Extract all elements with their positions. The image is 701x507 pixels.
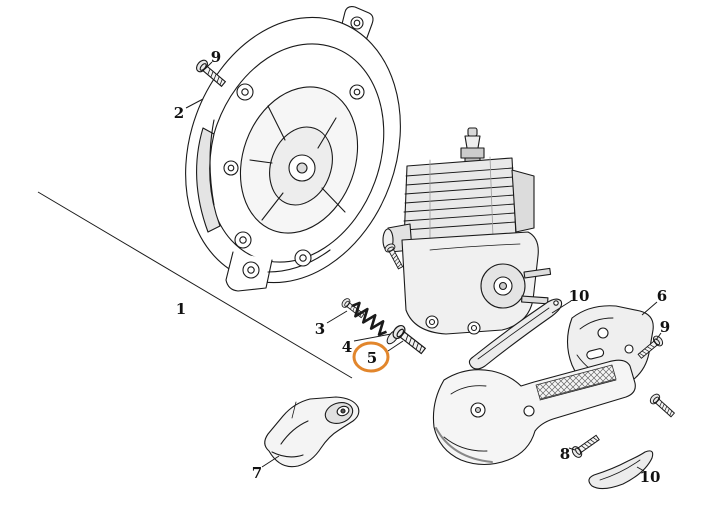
engine-cylinder-part: [382, 127, 552, 335]
support-bracket-part: [264, 396, 360, 468]
callout-8[interactable]: 8: [560, 445, 570, 463]
callout-labels: 9 2 1 3 4 5 7 10 6 9 8 10: [174, 48, 670, 486]
leader-line-7: [261, 455, 280, 468]
leader-line-6: [641, 301, 658, 316]
callout-9-right[interactable]: 9: [660, 318, 670, 336]
leader-line-1: [37, 191, 353, 379]
leader-line-10-upper: [551, 300, 572, 314]
handle-screw-part-8: [569, 432, 602, 460]
spring-coil: [351, 301, 387, 337]
spring-screw: [339, 296, 366, 321]
callout-4[interactable]: 4: [342, 338, 352, 356]
leader-line-8: [568, 447, 576, 451]
leader-line-9-right: [655, 332, 662, 341]
grip-knurl-texture: [535, 364, 617, 400]
leader-line-5: [387, 340, 404, 352]
highlight-ring-part-5: [352, 341, 390, 373]
callout-10-lower[interactable]: 10: [640, 468, 661, 486]
callout-1[interactable]: 1: [176, 300, 186, 318]
callout-5[interactable]: 5: [367, 349, 377, 367]
side-screw: [647, 391, 677, 420]
callout-9-top[interactable]: 9: [211, 48, 221, 66]
callout-3[interactable]: 3: [315, 320, 325, 338]
leader-line-2: [185, 98, 204, 109]
leader-line-9-top: [204, 61, 213, 70]
handle-housing-part: [432, 359, 636, 466]
callout-10-upper[interactable]: 10: [569, 287, 590, 305]
callout-2[interactable]: 2: [174, 104, 184, 122]
callout-6[interactable]: 6: [657, 287, 667, 305]
callout-7[interactable]: 7: [252, 464, 262, 482]
leader-line-3: [326, 310, 348, 324]
leader-lines: [37, 61, 662, 472]
leader-line-4: [353, 333, 392, 342]
trim-strip-upper-part: [468, 298, 563, 370]
blower-housing-part: [185, 6, 401, 292]
trim-strip-lower-part: [588, 450, 654, 490]
leader-line-10-lower: [636, 466, 645, 472]
